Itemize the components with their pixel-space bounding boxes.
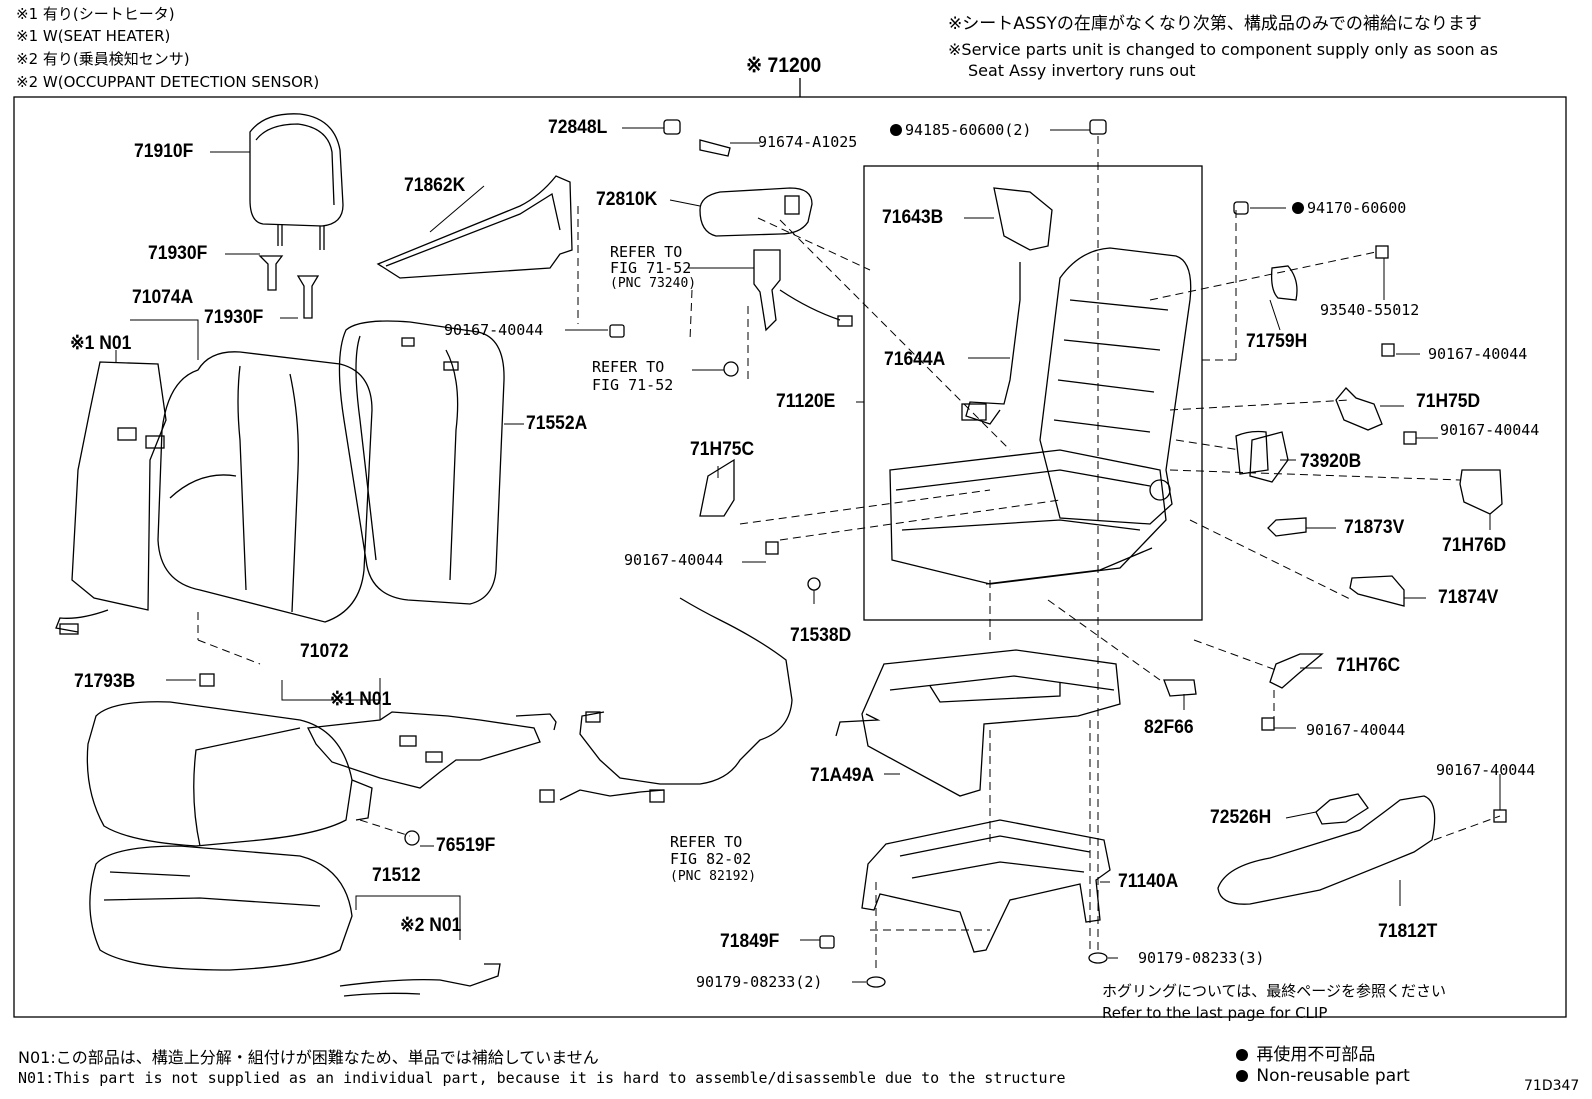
part-94185-60600[interactable]: 94185-60600(2) <box>890 122 1031 139</box>
part-90167-40044-a[interactable]: 90167-40044 <box>444 321 544 339</box>
note-occupant-jp: ※2 有り(乗員検知センサ) <box>16 50 190 68</box>
part-71H75C[interactable]: 71H75C <box>690 439 755 460</box>
legend-dot-icon <box>1236 1049 1248 1061</box>
diagram-id: 71D347 <box>1524 1078 1580 1094</box>
part-71849F[interactable]: 71849F <box>720 931 780 952</box>
heater-mat-art <box>71 361 167 611</box>
side-cover-art <box>1217 795 1436 905</box>
part-71552A[interactable]: 71552A <box>526 413 588 434</box>
part-76519F[interactable]: 76519F <box>436 835 496 856</box>
part-71H75D[interactable]: 71H75D <box>1416 391 1481 412</box>
clip-note-jp: ホグリングについては、最終ページを参照ください <box>1102 982 1446 1000</box>
part-71074A-n01[interactable]: ※1 N01 <box>70 333 132 354</box>
part-71793B[interactable]: 71793B <box>74 671 136 692</box>
part-94170-label: 94170-60600 <box>1307 199 1407 217</box>
part-93540-55012[interactable]: 93540-55012 <box>1320 301 1420 319</box>
part-90167-40044-e[interactable]: 90167-40044 <box>1306 721 1406 739</box>
part-71930F-a[interactable]: 71930F <box>148 243 208 264</box>
note-supply-en-2: Seat Assy invertory runs out <box>968 61 1196 80</box>
part-71862K[interactable]: 71862K <box>404 175 466 196</box>
wire-harness-art <box>579 597 793 785</box>
part-71140A[interactable]: 71140A <box>1118 871 1179 892</box>
refer-line: REFER TO <box>592 358 665 376</box>
refer-line: FIG 71-52 <box>610 259 692 277</box>
refer-line: (PNC 73240) <box>610 276 697 291</box>
part-82F66[interactable]: 82F66 <box>1144 717 1194 738</box>
part-71H76C[interactable]: 71H76C <box>1336 655 1401 676</box>
headrest-art <box>249 113 344 250</box>
refer-fig-71-52-buckle[interactable]: REFER TO FIG 71-52 (PNC 73240) <box>610 244 696 292</box>
seatback-pad-art <box>338 320 505 605</box>
note-supply-jp: ※シートASSYの在庫がなくなり次第、構成品のみでの補給になります <box>948 14 1482 34</box>
part-94185-label: 94185-60600(2) <box>905 121 1032 139</box>
cushion-frame-art <box>835 649 1121 797</box>
legend-nonreusable-jp: 再使用不可部品 <box>1236 1040 1375 1065</box>
note-occupant-en: ※2 W(OCCUPPANT DETECTION SENSOR) <box>16 73 320 91</box>
part-90179-08233-b[interactable]: 90179-08233(3) <box>1138 949 1265 967</box>
part-71873V[interactable]: 71873V <box>1344 517 1405 538</box>
part-71759H[interactable]: 71759H <box>1246 331 1308 352</box>
part-71120E[interactable]: 71120E <box>776 391 836 412</box>
part-71538D[interactable]: 71538D <box>790 625 852 646</box>
nonreusable-marker <box>890 124 902 136</box>
part-71644A[interactable]: 71644A <box>884 349 946 370</box>
part-73920B[interactable]: 73920B <box>1300 451 1362 472</box>
seat-frame-art <box>889 187 1192 585</box>
part-71074A[interactable]: 71074A <box>132 287 194 308</box>
clip-note-en: Refer to the last page for CLIP <box>1102 1004 1328 1022</box>
nonreusable-marker <box>1292 202 1304 214</box>
part-90167-40044-b[interactable]: 90167-40044 <box>624 551 724 569</box>
footer-note-jp: N01:この部品は、構造上分解・組付けが困難なため、単品では補給していません <box>18 1048 599 1067</box>
part-71874V[interactable]: 71874V <box>1438 587 1499 608</box>
riser-frame-art <box>861 819 1111 953</box>
part-91674-A1025[interactable]: 91674-A1025 <box>758 133 858 151</box>
part-71643B[interactable]: 71643B <box>882 207 944 228</box>
part-71A49A[interactable]: 71A49A <box>810 765 875 786</box>
refer-fig-82-02[interactable]: REFER TO FIG 82-02 (PNC 82192) <box>670 834 756 885</box>
note-seat-heater-en: ※1 W(SEAT HEATER) <box>16 27 171 45</box>
seatback-cover-art <box>157 351 373 623</box>
assembly-label: ※ 71200 <box>746 54 822 77</box>
armrest-art <box>699 187 813 237</box>
part-71072[interactable]: 71072 <box>300 641 349 662</box>
note-supply-en-1: ※Service parts unit is changed to compon… <box>948 40 1498 59</box>
part-71910F[interactable]: 71910F <box>134 141 194 162</box>
part-71812T[interactable]: 71812T <box>1378 921 1438 942</box>
part-71072-n01[interactable]: ※1 N01 <box>330 689 392 710</box>
part-90167-40044-d[interactable]: 90167-40044 <box>1440 421 1540 439</box>
part-90167-40044-f[interactable]: 90167-40044 <box>1436 761 1536 779</box>
footer-note-en: N01:This part is not supplied as an indi… <box>18 1069 1066 1087</box>
part-72848L[interactable]: 72848L <box>548 117 608 138</box>
part-71H76D[interactable]: 71H76D <box>1442 535 1507 556</box>
refer-line: (PNC 82192) <box>670 869 757 884</box>
part-71512[interactable]: 71512 <box>372 865 421 886</box>
refer-line: FIG 82-02 <box>670 850 752 868</box>
legend-dot-icon <box>1236 1070 1248 1082</box>
part-72810K[interactable]: 72810K <box>596 189 658 210</box>
part-71512-n01[interactable]: ※2 N01 <box>400 915 462 936</box>
part-94170-60600[interactable]: 94170-60600 <box>1292 200 1406 217</box>
legend-text-jp: 再使用不可部品 <box>1256 1045 1376 1065</box>
part-90179-08233-a[interactable]: 90179-08233(2) <box>696 973 823 991</box>
refer-fig-71-52-bolt[interactable]: REFER TO FIG 71-52 <box>592 358 673 394</box>
part-71930F-b[interactable]: 71930F <box>204 307 264 328</box>
part-90167-40044-c[interactable]: 90167-40044 <box>1428 345 1528 363</box>
legend-nonreusable-en: Non-reusable part <box>1236 1066 1410 1086</box>
cushion-cover-art <box>86 701 353 847</box>
main-frame <box>13 96 1567 1018</box>
part-72526H[interactable]: 72526H <box>1210 807 1272 828</box>
frame-box <box>863 165 1203 621</box>
refer-line: REFER TO <box>610 243 683 261</box>
cushion-pad-art <box>89 845 353 971</box>
refer-line: FIG 71-52 <box>592 376 674 394</box>
legend-text-en: Non-reusable part <box>1256 1066 1410 1086</box>
refer-line: REFER TO <box>670 833 743 851</box>
note-seat-heater-jp: ※1 有り(シートヒータ) <box>16 5 175 23</box>
